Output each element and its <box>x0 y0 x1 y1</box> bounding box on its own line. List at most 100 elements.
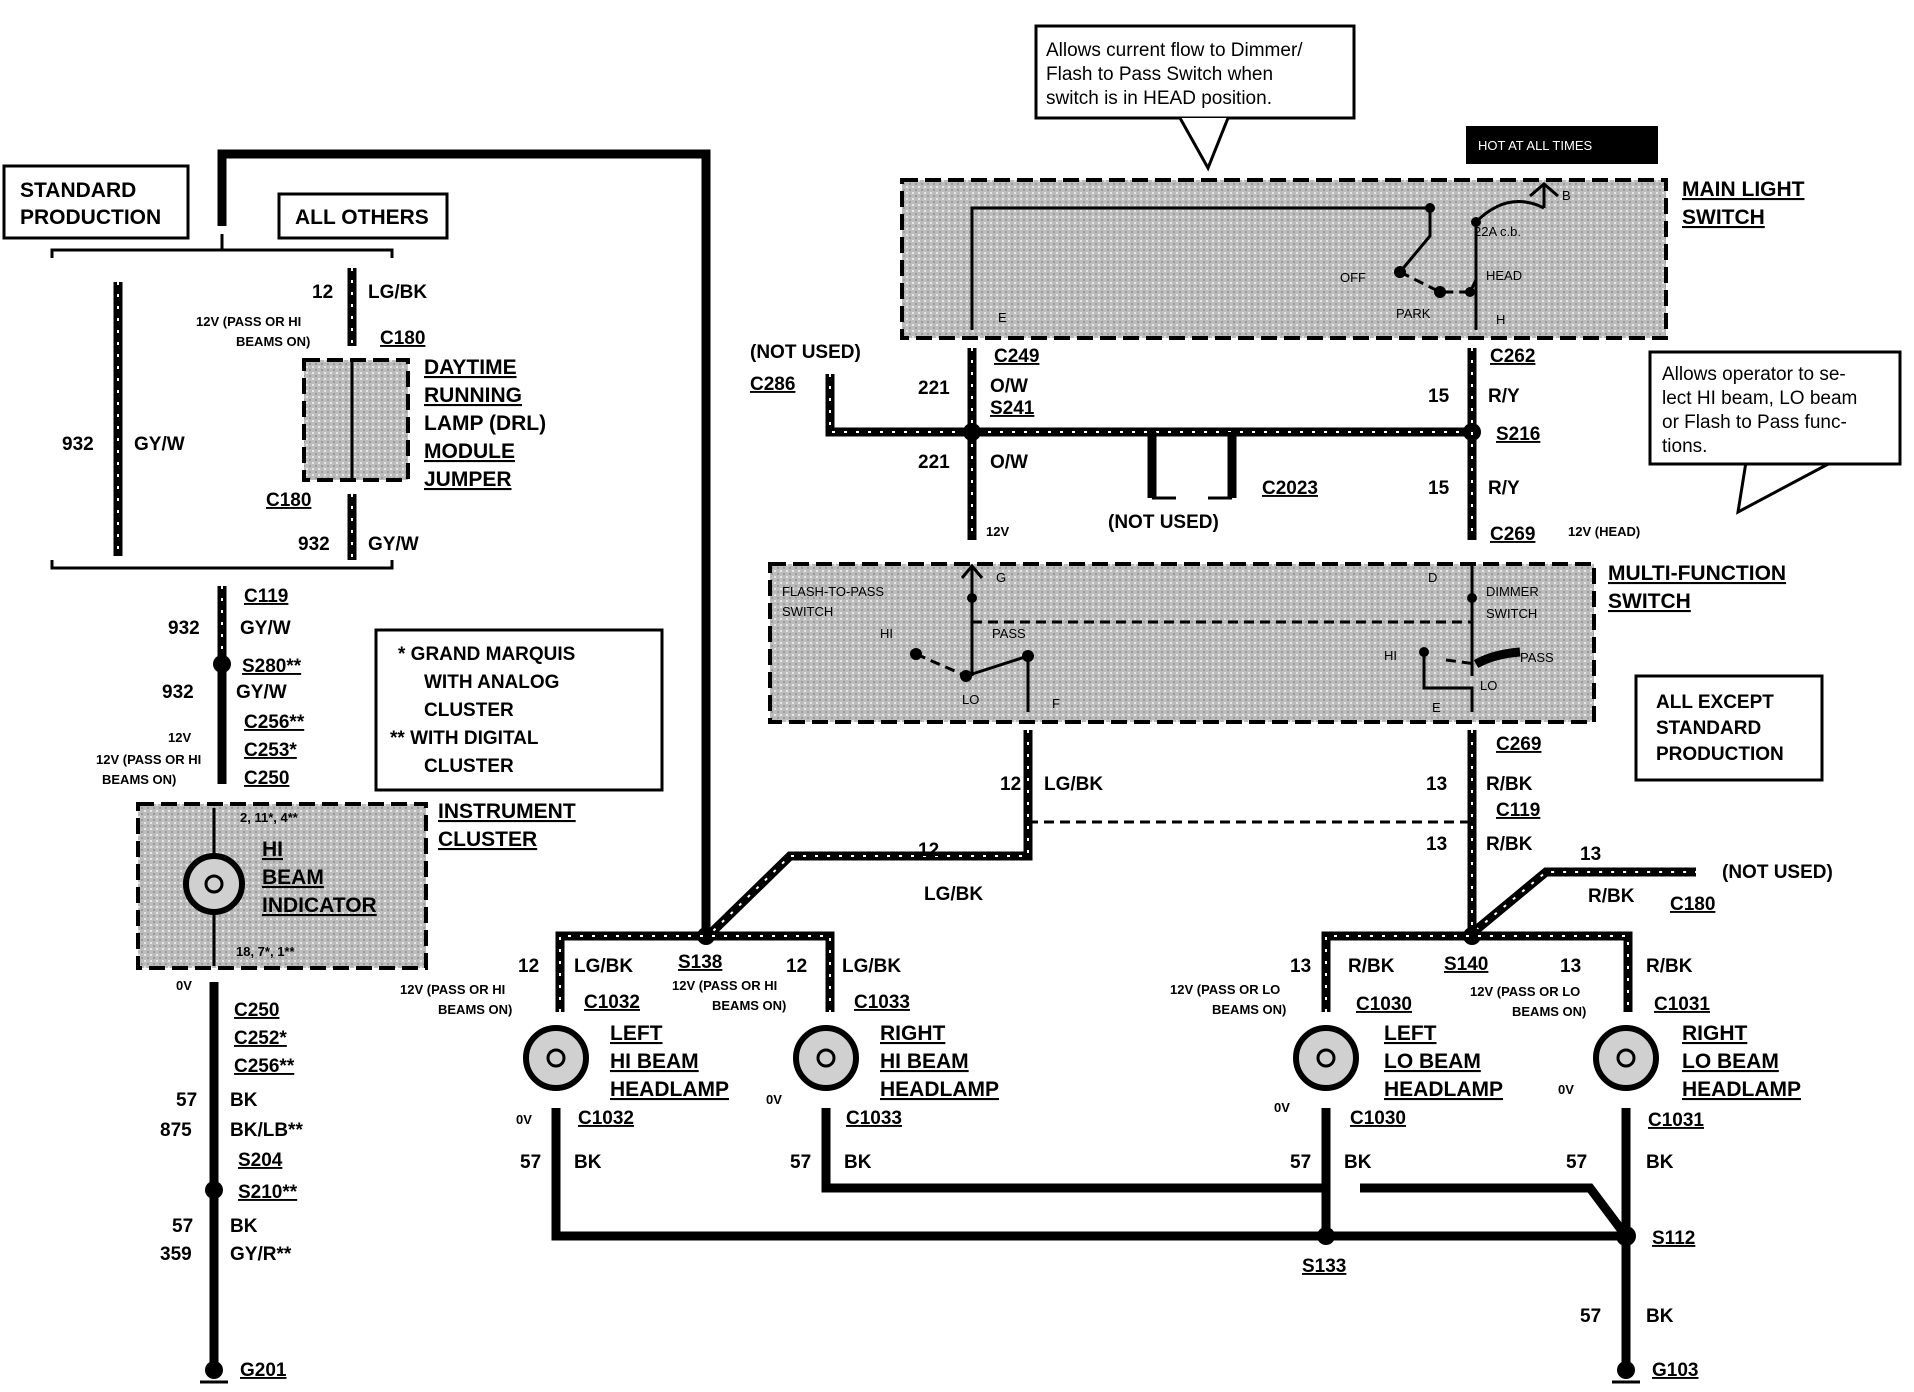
ground-wire-left-hi <box>551 1108 1626 1241</box>
main-light-switch-label: MAIN LIGHT <box>1682 178 1805 201</box>
wire-ow-label: O/W <box>990 376 1028 397</box>
svg-text:HEADLAMP: HEADLAMP <box>610 1078 729 1101</box>
standard-production-box <box>2 164 190 240</box>
splice-label: S133 <box>1302 1256 1346 1277</box>
switch-off-label: OFF <box>1340 270 1366 285</box>
wire-875-label: 875 <box>160 1120 192 1141</box>
option-bracket <box>50 248 394 258</box>
splice-label: S138 <box>678 952 722 973</box>
pin-label: F <box>1052 696 1060 711</box>
connector-c119: C119 <box>1496 800 1540 821</box>
pin-label: HI <box>880 626 893 641</box>
all-others-box <box>277 192 449 240</box>
wire-13-label: 13 <box>1426 774 1447 795</box>
ground-wire-link <box>1360 1183 1630 1239</box>
connector-c253: C253* <box>244 740 297 761</box>
wire-13-label: 13 <box>1426 834 1447 855</box>
wire-gyw-label: GY/W <box>236 682 287 703</box>
main-light-switch-box <box>900 178 1668 340</box>
svg-text:HEADLAMP: HEADLAMP <box>1384 1078 1503 1101</box>
pin-h-label: H <box>1496 312 1505 327</box>
voltage-label: 12V (PASS OR HI <box>96 752 201 767</box>
multi-function-switch-label: SWITCH <box>1608 590 1691 613</box>
connector-c1030: C1030 <box>1350 1108 1406 1129</box>
wire-rbk-label: R/BK <box>1486 774 1533 795</box>
svg-text:RIGHT: RIGHT <box>880 1022 946 1045</box>
splice-label: S140 <box>1444 954 1488 975</box>
voltage-label: BEAMS ON) <box>102 772 176 787</box>
note-line: tions. <box>1662 436 1707 457</box>
voltage-label: 0V <box>1558 1082 1574 1097</box>
left-hi-beam-headlamp-icon <box>523 1025 589 1091</box>
multi-note-pointer <box>1736 460 1833 515</box>
splice-s112 <box>1616 1226 1636 1246</box>
wire-lgbk-label: LG/BK <box>924 884 983 905</box>
note-line: or Flash to Pass func- <box>1662 412 1847 433</box>
multi-note-callout <box>1648 350 1902 466</box>
wire-rbk-label: R/BK <box>1588 886 1635 907</box>
svg-text:LEFT: LEFT <box>1384 1022 1437 1045</box>
pin-label: LO <box>962 692 979 707</box>
connector-c180: C180 <box>1670 894 1715 915</box>
wire-12-label: 12 <box>918 840 939 861</box>
merge-bracket <box>50 560 394 570</box>
connector-c180: C180 <box>380 328 425 349</box>
splice-label: S112 <box>1652 1228 1695 1249</box>
switch-head-label: HEAD <box>1486 268 1522 283</box>
note-line: switch is in HEAD position. <box>1046 88 1272 109</box>
wire-57-label: 57 <box>790 1152 811 1173</box>
all-except-box <box>1634 674 1824 782</box>
breaker-label: 22A c.b. <box>1474 224 1521 239</box>
wire-359-label: 359 <box>160 1244 192 1265</box>
grand-marquis-note <box>374 628 664 792</box>
wire-12-label: 12 <box>1000 774 1021 795</box>
svg-text:LO BEAM: LO BEAM <box>1384 1050 1481 1073</box>
wire-221-label: 221 <box>918 452 950 473</box>
voltage-label: 12V (HEAD) <box>1568 524 1640 539</box>
note-line: lect HI beam, LO beam <box>1662 388 1857 409</box>
splice-s210 <box>205 1181 223 1199</box>
svg-text:HI BEAM: HI BEAM <box>880 1050 969 1073</box>
note-line: Allows operator to se- <box>1662 364 1846 385</box>
wire-221-label: 221 <box>918 378 950 399</box>
connector-c1032: C1032 <box>584 992 640 1013</box>
not-used-label: (NOT USED) <box>1108 512 1219 533</box>
connector-c250: C250 <box>234 1000 279 1021</box>
voltage-label: 12V (PASS OR HI <box>400 982 505 997</box>
voltage-label: 12V (PASS OR LO <box>1470 984 1580 999</box>
right-lo-beam-label: RIGHT LO BEAM HEADLAMP <box>1682 1022 1801 1101</box>
wire-bk-label: BK <box>230 1216 258 1237</box>
wire-57-label: 57 <box>520 1152 541 1173</box>
pin-label: 18, 7*, 1** <box>236 944 295 959</box>
flash-to-pass-label: SWITCH <box>782 604 833 619</box>
svg-text:JUMPER: JUMPER <box>424 468 512 491</box>
note-line: CLUSTER <box>424 756 514 777</box>
connector-c1031: C1031 <box>1648 1110 1704 1131</box>
connector-c1030: C1030 <box>1356 994 1412 1015</box>
wire-gyr-label: GY/R** <box>230 1244 292 1265</box>
wire-bk-label: BK <box>1344 1152 1372 1173</box>
svg-text:HEADLAMP: HEADLAMP <box>1682 1078 1801 1101</box>
svg-text:HI BEAM: HI BEAM <box>610 1050 699 1073</box>
pin-label: PASS <box>1520 650 1554 665</box>
connector-c269: C269 <box>1490 524 1535 545</box>
wire-ow-label: O/W <box>990 452 1028 473</box>
wire-gyw-label: GY/W <box>134 434 185 455</box>
wire-rbk-label: R/BK <box>1646 956 1693 977</box>
ground-g103-icon <box>1612 1361 1640 1384</box>
voltage-label: 12V <box>168 730 191 745</box>
standard-production-l1: STANDARD <box>20 179 136 202</box>
left-hi-beam-label: LEFT HI BEAM HEADLAMP <box>610 1022 729 1101</box>
indicator-label: HI <box>262 838 283 861</box>
connector-c252: C252* <box>234 1028 287 1049</box>
ground-wire-right-hi <box>821 1108 1326 1193</box>
pin-b-label: B <box>1562 188 1571 203</box>
instrument-cluster-label: INSTRUMENT <box>438 800 576 823</box>
wire-932-label: 932 <box>298 534 330 555</box>
switch-park-label: PARK <box>1396 306 1431 321</box>
hi-beam-indicator-bulb-icon <box>183 853 245 915</box>
voltage-label: 0V <box>1274 1100 1290 1115</box>
hi-beam-feed-wire <box>217 149 711 936</box>
svg-text:RUNNING: RUNNING <box>424 384 522 407</box>
